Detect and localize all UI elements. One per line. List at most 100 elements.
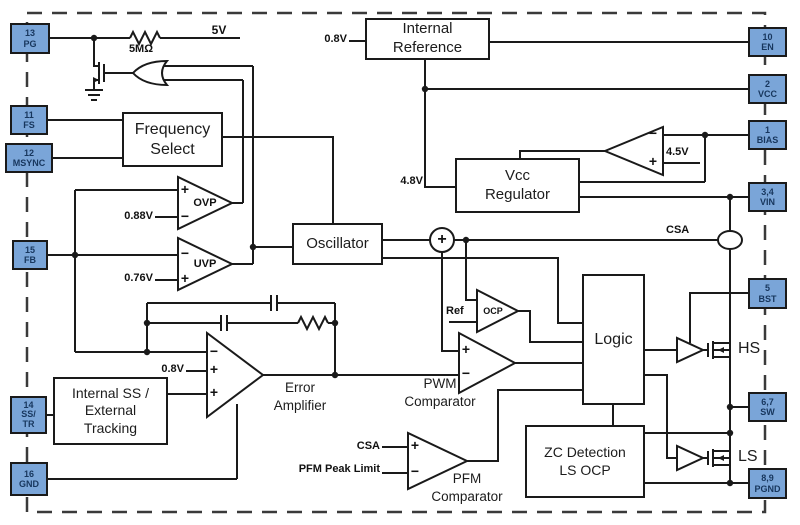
block-label: ZC Detection (544, 444, 626, 460)
pin-number: 16 (23, 468, 34, 479)
uvp-minus-sign: − (180, 245, 190, 261)
pin-name: FB (24, 255, 36, 265)
block-label: Select (150, 140, 195, 158)
resistor-icon (297, 314, 335, 332)
pin-bias: 1 BIAS (748, 120, 787, 150)
pin-name: VCC (757, 89, 777, 99)
pin-name: GND (19, 479, 39, 489)
label-0v8-error-amp: 0.8V (161, 363, 184, 375)
label-0v8-reference: 0.8V (324, 33, 347, 45)
label-ocp: OCP (483, 306, 503, 316)
label-5mohm: 5MΩ (128, 43, 154, 55)
hs-driver-icon (676, 336, 706, 364)
pin-number: 2 (764, 78, 770, 89)
pwm-minus-sign: − (461, 365, 471, 381)
block-label: Internal SS / (71, 384, 150, 401)
block-label: Tracking (83, 419, 138, 436)
summing-node-icon (429, 227, 455, 253)
pin-fs: 11 FS (10, 105, 48, 135)
label-line: PWM (423, 376, 457, 391)
block-frequency-select: Frequency Select (122, 112, 223, 167)
label-error-amplifier: Error Amplifier (260, 379, 340, 414)
block-oscillator: Oscillator (292, 223, 383, 265)
pin-fb: 15 FB (12, 240, 48, 270)
label-hs: HS (738, 340, 761, 357)
ea-plus2-sign: + (209, 384, 219, 400)
label-line: Amplifier (273, 397, 327, 413)
label-5v: 5V (211, 23, 227, 37)
pin-name: PGND (754, 483, 781, 494)
block-label: Logic (594, 330, 633, 348)
pin-name: TR (22, 418, 35, 429)
label-pfm-comparator: PFM Comparator (421, 470, 513, 505)
label-line: PFM (452, 471, 482, 486)
label-csa: CSA (666, 224, 690, 236)
pin-name: MSYNC (12, 158, 46, 168)
pin-pg: 13 PG (10, 23, 50, 54)
capacitor-icon (147, 295, 335, 311)
summing-plus-sign: + (437, 231, 447, 248)
label-ls: LS (738, 448, 758, 465)
wires (47, 29, 748, 484)
pin-sw: 6,7 SW (748, 392, 787, 422)
label-4v8: 4.8V (400, 175, 423, 187)
block-soft-start: Internal SS / External Tracking (53, 377, 168, 445)
pin-name: EN (761, 42, 774, 52)
pin-number: 8,9 (761, 473, 774, 484)
error-amplifier-icon (206, 331, 265, 419)
pin-en: 10 EN (748, 27, 787, 57)
bias-comparator-icon (602, 125, 664, 177)
uvp-plus-sign: + (180, 270, 190, 286)
pfm-minus-sign: − (410, 463, 420, 479)
label-0v76-uvp: 0.76V (124, 272, 153, 284)
ea-plus-sign: + (209, 361, 219, 377)
junction-dots (71, 34, 734, 487)
block-label: Oscillator (306, 234, 369, 252)
label-line: Comparator (431, 488, 503, 504)
or-gate-icon (131, 59, 170, 87)
pin-number: 3,4 (761, 186, 774, 197)
block-label: Internal (402, 20, 453, 38)
bias-minus-sign: − (648, 125, 658, 141)
ground-icon (85, 89, 103, 101)
label-4v5: 4.5V (666, 146, 689, 158)
resistor-icon (129, 29, 161, 47)
pfm-comparator-icon (407, 431, 470, 491)
ocp-comparator-icon (476, 288, 521, 334)
label-ovp: OVP (193, 197, 217, 209)
block-zc-detection: ZC Detection LS OCP (525, 425, 645, 498)
pin-number: 6,7 (761, 396, 774, 407)
pin-name: SW (760, 407, 775, 417)
label-line: Error (285, 380, 315, 395)
ea-minus-sign: − (209, 343, 219, 359)
bias-plus-sign: + (648, 153, 658, 169)
pin-number: 11 (24, 109, 34, 120)
pin-name: PG (23, 38, 37, 49)
uvp-comparator-icon (177, 236, 235, 292)
pin-number: 1 (764, 124, 770, 135)
pin-pgnd: 8,9 PGND (748, 468, 787, 499)
capacitor-icon (147, 315, 298, 331)
label-line: Comparator (404, 393, 476, 409)
pwm-comparator-icon (458, 331, 518, 395)
ls-driver-icon (676, 444, 706, 472)
ovp-plus-sign: + (180, 181, 190, 197)
pin-gnd: 16 GND (10, 462, 48, 496)
pin-number: 13 (24, 28, 35, 39)
pin-name: BIAS (756, 135, 779, 145)
ovp-minus-sign: − (180, 208, 190, 224)
pin-number: 10 (762, 31, 773, 42)
label-pfm-peak-limit: PFM Peak Limit (298, 463, 380, 475)
label-pwm-comparator: PWM Comparator (394, 375, 486, 410)
gates (131, 59, 743, 491)
block-vcc-regulator: Vcc Regulator (455, 158, 580, 213)
label-uvp: UVP (193, 258, 217, 270)
block-label: Regulator (484, 185, 551, 203)
pin-msync: 12 MSYNC (5, 143, 53, 173)
pin-number: 5 (764, 283, 770, 294)
block-label: LS OCP (559, 461, 611, 478)
block-label: External (84, 402, 137, 419)
ovp-comparator-icon (177, 175, 235, 231)
block-label: Frequency (134, 120, 211, 138)
